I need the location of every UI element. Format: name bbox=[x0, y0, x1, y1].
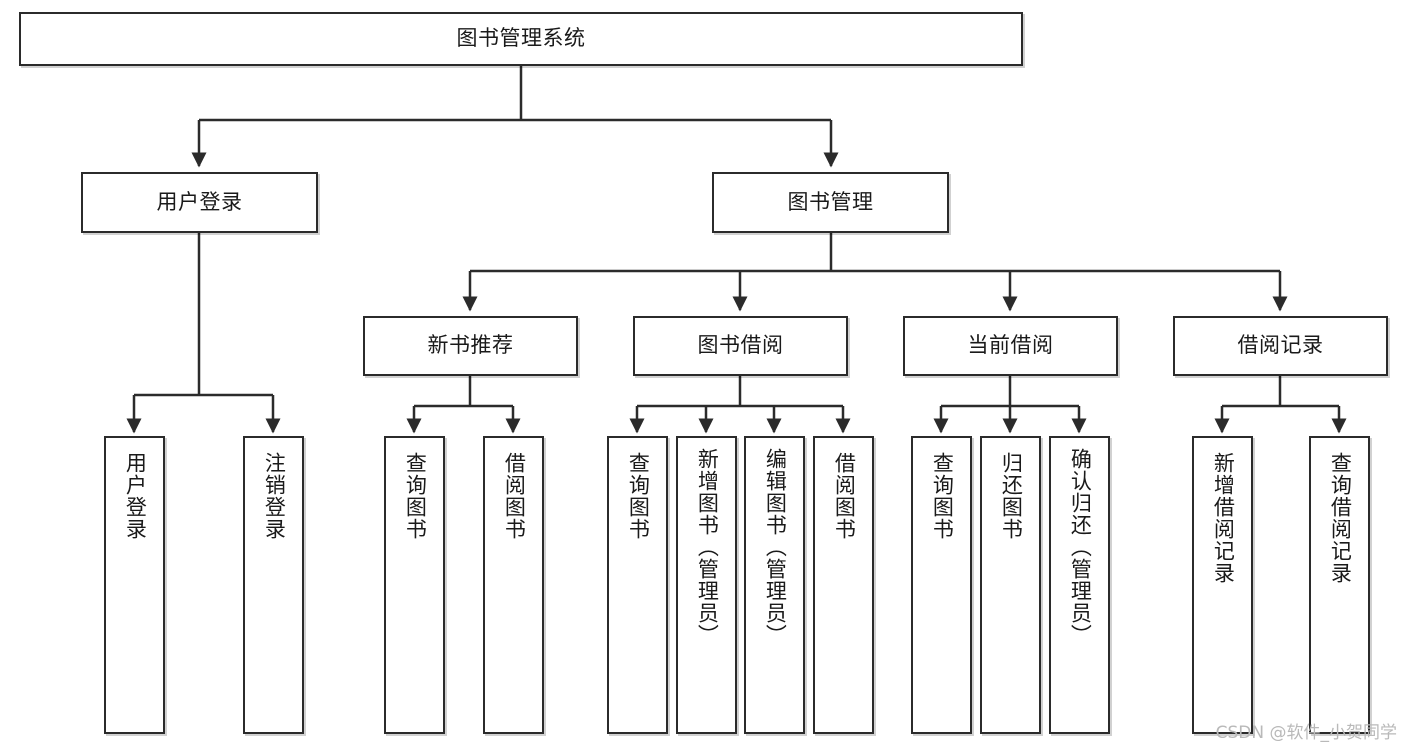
node-leaf-borrow-book-2[interactable]: 借阅图书 bbox=[813, 436, 874, 734]
node-root[interactable]: 图书管理系统 bbox=[19, 12, 1023, 66]
node-user-login[interactable]: 用户登录 bbox=[81, 172, 318, 233]
node-new-book-recommend[interactable]: 新书推荐 bbox=[363, 316, 578, 376]
node-leaf-query-record-label: 查询借阅记录 bbox=[1328, 452, 1353, 584]
node-book-manage-label: 图书管理 bbox=[787, 189, 874, 214]
node-leaf-borrow-book-1-label: 借阅图书 bbox=[502, 452, 527, 540]
node-leaf-query-book-2[interactable]: 查询图书 bbox=[607, 436, 668, 734]
node-leaf-add-record[interactable]: 新增借阅记录 bbox=[1192, 436, 1253, 734]
node-leaf-add-book-label: 新增图书（管理员） bbox=[695, 448, 720, 646]
node-leaf-user-login-label: 用户登录 bbox=[123, 452, 148, 540]
node-leaf-confirm-return[interactable]: 确认归还（管理员） bbox=[1049, 436, 1110, 734]
node-leaf-query-book-3-label: 查询图书 bbox=[930, 452, 955, 540]
node-borrow-record-label: 借阅记录 bbox=[1237, 333, 1324, 358]
node-leaf-edit-book[interactable]: 编辑图书（管理员） bbox=[744, 436, 805, 734]
node-leaf-query-book-3[interactable]: 查询图书 bbox=[911, 436, 972, 734]
node-leaf-query-record[interactable]: 查询借阅记录 bbox=[1309, 436, 1370, 734]
node-leaf-user-logout-label: 注销登录 bbox=[262, 452, 287, 540]
node-current-borrow[interactable]: 当前借阅 bbox=[903, 316, 1118, 376]
node-leaf-borrow-book-1[interactable]: 借阅图书 bbox=[483, 436, 544, 734]
node-leaf-add-book[interactable]: 新增图书（管理员） bbox=[676, 436, 737, 734]
node-leaf-query-book-2-label: 查询图书 bbox=[626, 452, 651, 540]
node-book-borrow[interactable]: 图书借阅 bbox=[633, 316, 848, 376]
node-user-login-label: 用户登录 bbox=[156, 189, 243, 214]
node-leaf-user-login[interactable]: 用户登录 bbox=[104, 436, 165, 734]
node-leaf-query-book-1[interactable]: 查询图书 bbox=[384, 436, 445, 734]
node-leaf-return-book[interactable]: 归还图书 bbox=[980, 436, 1041, 734]
node-leaf-confirm-return-label: 确认归还（管理员） bbox=[1068, 448, 1093, 646]
node-leaf-edit-book-label: 编辑图书（管理员） bbox=[763, 448, 788, 646]
node-leaf-query-book-1-label: 查询图书 bbox=[403, 452, 428, 540]
node-leaf-borrow-book-2-label: 借阅图书 bbox=[832, 452, 857, 540]
node-book-borrow-label: 图书借阅 bbox=[697, 333, 784, 358]
node-leaf-user-logout[interactable]: 注销登录 bbox=[243, 436, 304, 734]
node-book-manage[interactable]: 图书管理 bbox=[712, 172, 949, 233]
node-leaf-add-record-label: 新增借阅记录 bbox=[1211, 452, 1236, 584]
node-new-book-recommend-label: 新书推荐 bbox=[427, 333, 514, 358]
node-root-label: 图书管理系统 bbox=[456, 26, 586, 51]
node-current-borrow-label: 当前借阅 bbox=[967, 333, 1054, 358]
watermark: CSDN @软件_小贺同学 bbox=[1215, 723, 1397, 743]
node-borrow-record[interactable]: 借阅记录 bbox=[1173, 316, 1388, 376]
node-leaf-return-book-label: 归还图书 bbox=[999, 452, 1024, 540]
